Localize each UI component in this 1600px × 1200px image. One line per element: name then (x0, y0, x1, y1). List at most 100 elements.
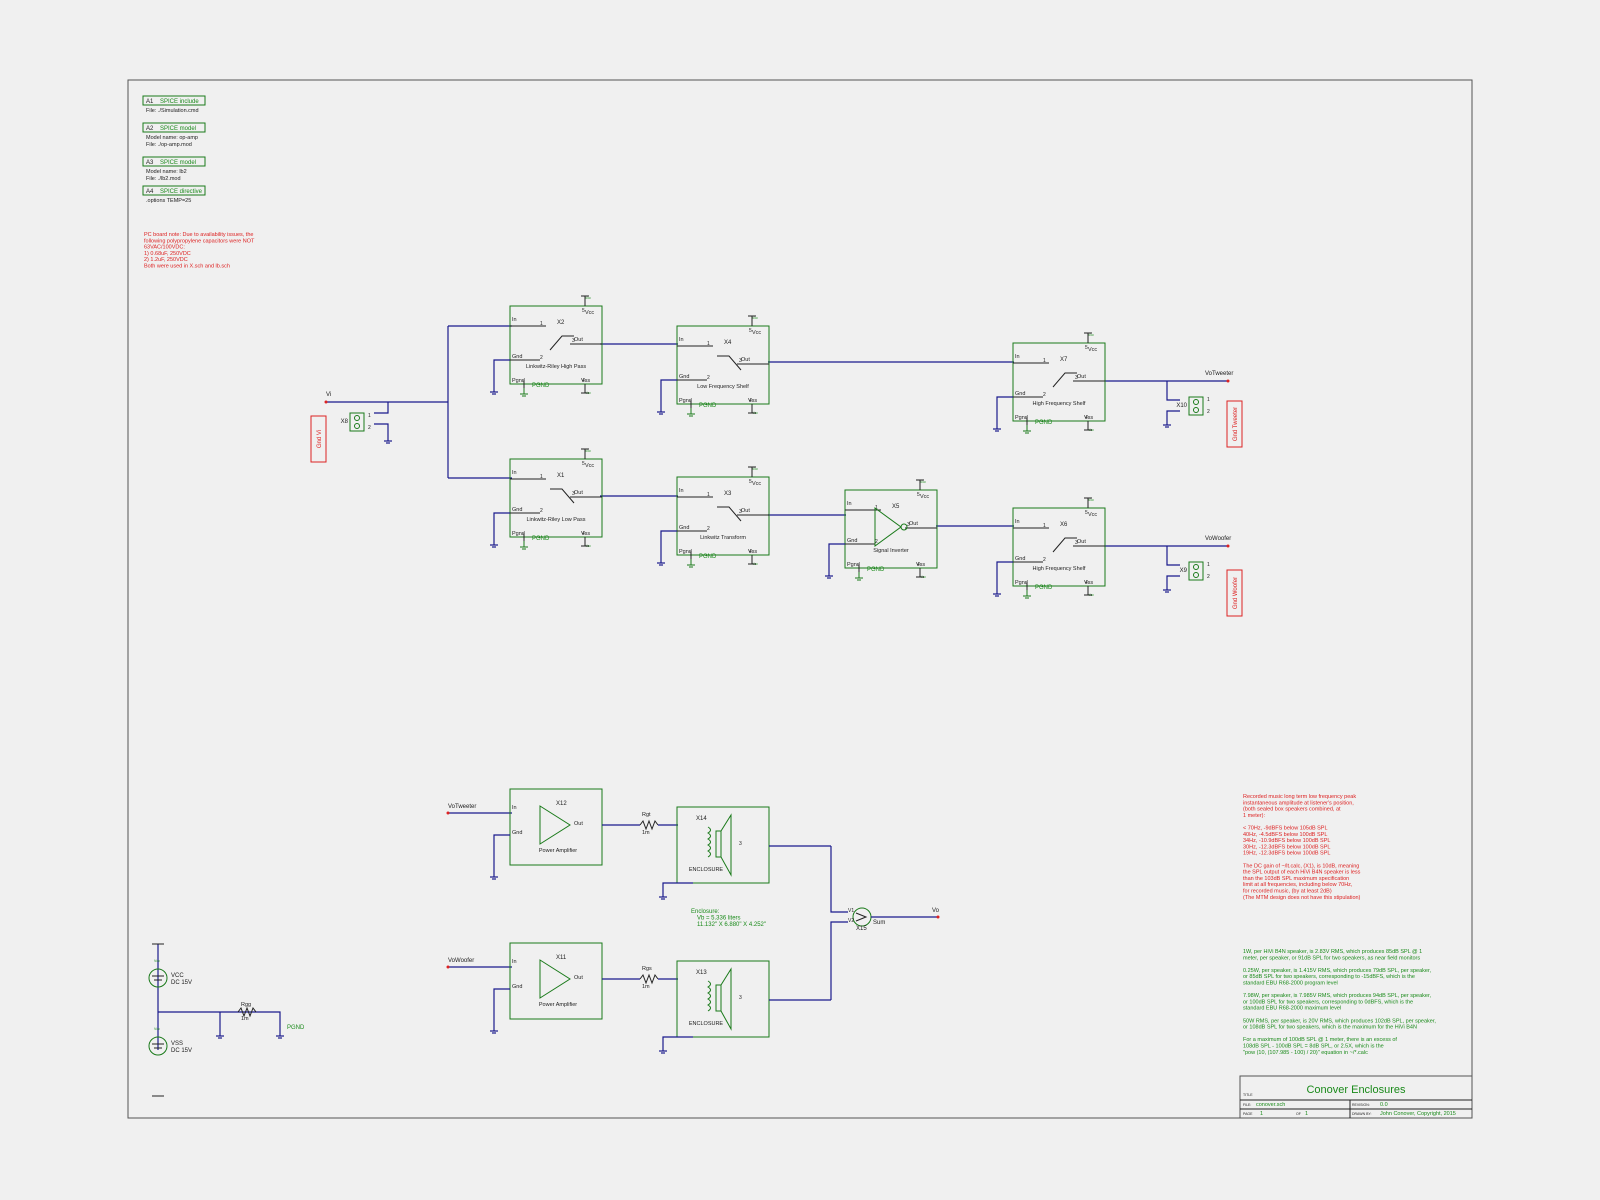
pin-pgnd-label: Pgnd (512, 531, 525, 537)
pin-num: 1 (1043, 523, 1046, 529)
music-note-line: Recorded music long term low frequency p… (1243, 794, 1356, 800)
amp-name: Power Amplifier (539, 1002, 577, 1008)
net-dot (1226, 544, 1230, 548)
pin-vcc-label: Vcc (752, 481, 761, 487)
pin-vcc-label: Vcc (585, 463, 594, 469)
label-gnd-woofer: Gnd Woofer (1226, 569, 1243, 617)
power-note-line: meter, per speaker, or 91dB SPL for two … (1243, 955, 1420, 961)
file-value: conover.sch (1256, 1102, 1285, 1108)
pin-vss-label: Vss (916, 562, 925, 568)
enclosure-note-line: 11.132" X 6.880" X 4.252" (697, 922, 766, 928)
enclosure-note-line: Vb = 5.336 liters (697, 916, 741, 922)
speaker-cone (720, 967, 732, 1031)
pin-num: 5 (749, 479, 752, 485)
pin-gnd-label: Gnd (512, 830, 522, 836)
amp-triangle (539, 805, 571, 845)
x8-pin2 (374, 423, 389, 435)
rail-label: Vcc (752, 467, 758, 471)
power-note-line: 1W, per HiVi B4N speaker, is 2.83V RMS, … (1243, 949, 1422, 955)
enc-gnd-wire (662, 1036, 693, 1045)
pin-num: 1 (1207, 397, 1210, 403)
directive-line: Model name: op-amp (146, 135, 198, 141)
enc-gnd-wire (662, 882, 693, 891)
connector-pin (1193, 564, 1199, 570)
pgnd-label: PGND (1035, 420, 1053, 426)
pin-num: 1 (540, 474, 543, 480)
connector-body (1188, 396, 1204, 416)
pin-out-label: Out (909, 521, 918, 527)
pin-in-label: In (512, 959, 517, 965)
inverter-triangle (874, 507, 902, 547)
pin-vcc-label: Vcc (1088, 512, 1097, 518)
pin-pgnd-label: Pgnd (847, 562, 860, 568)
block-name: High Frequency Shelf (1033, 566, 1086, 572)
rail-label: Vcc (1088, 498, 1094, 502)
block-name: Linkwitz-Riley High Pass (526, 364, 586, 370)
speaker-cone (720, 813, 732, 877)
pgnd-label: PGND (699, 403, 717, 409)
rail-label: Vcc (154, 959, 160, 963)
rail-label: Vcc (920, 480, 926, 484)
power-note-line: or 108dB SPL for two speakers, which is … (1243, 1025, 1417, 1031)
x8-pin1 (374, 402, 389, 414)
supply-circle (148, 1036, 168, 1056)
pin-num: 2 (368, 425, 371, 431)
board-note-line: PC board note: Due to availability issue… (144, 232, 253, 238)
rgg-value: 1m (241, 1016, 249, 1022)
resistor-ref: Rgt (642, 812, 651, 818)
pin-vss-label: Vss (1084, 415, 1093, 421)
enclosure-ref: X14 (696, 816, 707, 822)
amp-ref: X11 (556, 955, 567, 961)
resistor-rgg (237, 1006, 257, 1018)
resistor (639, 819, 659, 831)
coil-icon (707, 980, 711, 1012)
pin-num: 2 (540, 508, 543, 514)
drawn-label: DRAWN BY: (1352, 1112, 1372, 1116)
pin-num: 3 (572, 338, 575, 344)
connector-ref: X10 (1176, 403, 1187, 409)
block-outline (676, 325, 770, 405)
power-note-line: 50W RMS, per speaker, is 20V RMS, which … (1243, 1018, 1436, 1024)
pin-out-label: Out (741, 508, 750, 514)
directive-type: SPICE directive (160, 189, 203, 195)
x10-pin2 (1166, 410, 1180, 419)
pin-num: 2 (1207, 409, 1210, 415)
directive-type: SPICE model (160, 160, 196, 166)
pin-vcc-label: Vcc (585, 310, 594, 316)
pgnd-label: PGND (532, 383, 550, 389)
music-note-line: 30Hz, -12.3dBFS below 100dB SPL (1243, 844, 1330, 850)
pin-out-label: Out (574, 490, 583, 496)
directive-tag: A1 (146, 99, 154, 105)
music-note-line: The DC gain of ~/lt.calc, (X1), is 10dB,… (1243, 863, 1359, 869)
pin-num: 2 (875, 539, 878, 545)
connector-pin (1193, 399, 1199, 405)
connector-ref: X9 (1180, 568, 1188, 574)
pgnd-rail (158, 1011, 281, 1030)
amp-outline (509, 942, 603, 1020)
power-note-line: 7.98W, per speaker, is 7.985V RMS, which… (1243, 993, 1431, 999)
directive-tag: A2 (146, 126, 154, 132)
pin-num: 2 (1043, 392, 1046, 398)
enclosure-outline (676, 806, 770, 884)
block-outline (509, 458, 603, 538)
summer-circle (852, 907, 872, 927)
power-note-line: 0.25W, per speaker, is 1.415V RMS, which… (1243, 968, 1431, 974)
music-note-line: instantaneous amplitude at listener's po… (1243, 800, 1354, 806)
filter-symbol (549, 335, 574, 351)
pin-num: 3 (907, 522, 910, 528)
pin-num: 5 (749, 328, 752, 334)
block-ref: X2 (557, 320, 565, 326)
summer-name: Sum (873, 920, 885, 926)
pin-num: 4 (582, 531, 585, 537)
net-dot (936, 915, 940, 919)
pin-pgnd-label: Pgnd (512, 378, 525, 384)
music-note-line: 40Hz, -4.5dBFS below 100dB SPL (1243, 832, 1327, 838)
revision-label: REVISION: (1352, 1103, 1370, 1107)
title-label: TITLE (1243, 1093, 1253, 1097)
enclosure-outline (676, 960, 770, 1038)
pin-in-label: In (1015, 519, 1020, 525)
filter-symbol (1052, 372, 1077, 388)
music-note-line: 1 meter): (1243, 813, 1265, 819)
